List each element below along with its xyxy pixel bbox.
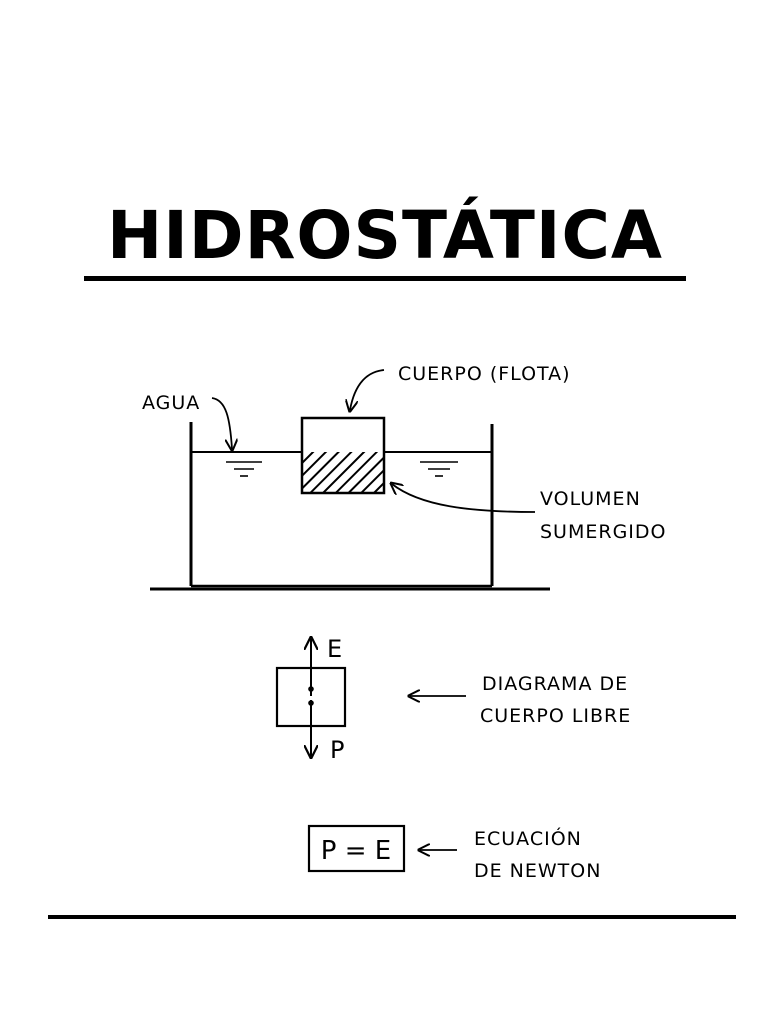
body-outline xyxy=(300,416,386,495)
free-body-label-line1: DIAGRAMA DE xyxy=(482,673,628,695)
volume-arrow xyxy=(392,484,536,513)
free-body-label-line2: CUERPO LIBRE xyxy=(480,705,631,727)
volume-label-line1: VOLUMEN xyxy=(540,488,641,510)
equation-label-line1: ECUACIÓN xyxy=(474,826,582,850)
water-arrow xyxy=(211,397,232,449)
water-level-symbol-left xyxy=(226,461,262,477)
title-underline xyxy=(84,276,686,281)
center-point-lower xyxy=(308,700,314,706)
water-level-symbol-right xyxy=(420,461,458,477)
equation-box xyxy=(307,824,406,873)
water-tank xyxy=(150,422,550,591)
water-label: AGUA xyxy=(142,392,200,414)
volume-label-line2: SUMERGIDO xyxy=(540,521,666,543)
bottom-rule xyxy=(48,915,736,919)
free-body-diagram xyxy=(275,639,347,756)
weight-label: P xyxy=(330,736,344,764)
buoyancy-label: E xyxy=(327,635,342,663)
body-arrow xyxy=(350,369,385,410)
equation-formula: P = E xyxy=(321,836,391,866)
equation-label-line2: DE NEWTON xyxy=(474,860,601,882)
center-point-upper xyxy=(308,686,314,692)
body-label: CUERPO (FLOTA) xyxy=(398,363,571,385)
floating-body xyxy=(300,416,386,495)
page-title: HIDROSTÁTICA xyxy=(107,197,663,274)
submerged-volume-hatch xyxy=(303,452,383,492)
